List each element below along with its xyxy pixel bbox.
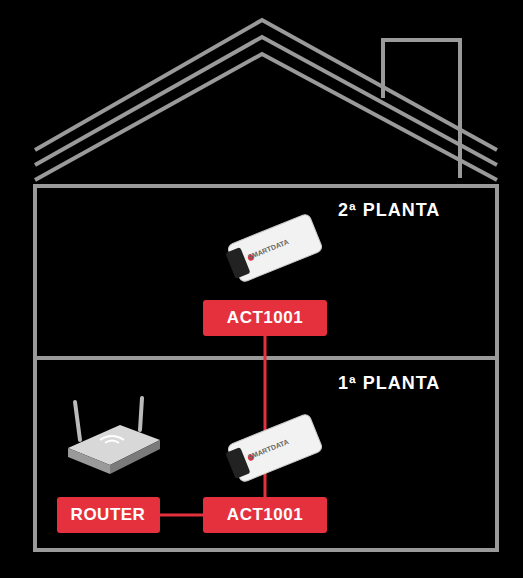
box-label: ROUTER: [71, 505, 146, 525]
network-link: [160, 514, 204, 517]
box-label: ACT1001: [227, 505, 303, 525]
floor-label: 2ª PLANTA: [338, 200, 440, 221]
act1001-device: [223, 413, 323, 485]
box-label: ACT1001: [227, 308, 303, 328]
device-box: ROUTER: [57, 497, 160, 533]
router-icon: [68, 398, 160, 474]
act1001-device: [223, 213, 323, 285]
device-box: ACT1001: [203, 300, 327, 336]
floor-label: 1ª PLANTA: [338, 373, 440, 394]
device-box: ACT1001: [203, 497, 327, 533]
